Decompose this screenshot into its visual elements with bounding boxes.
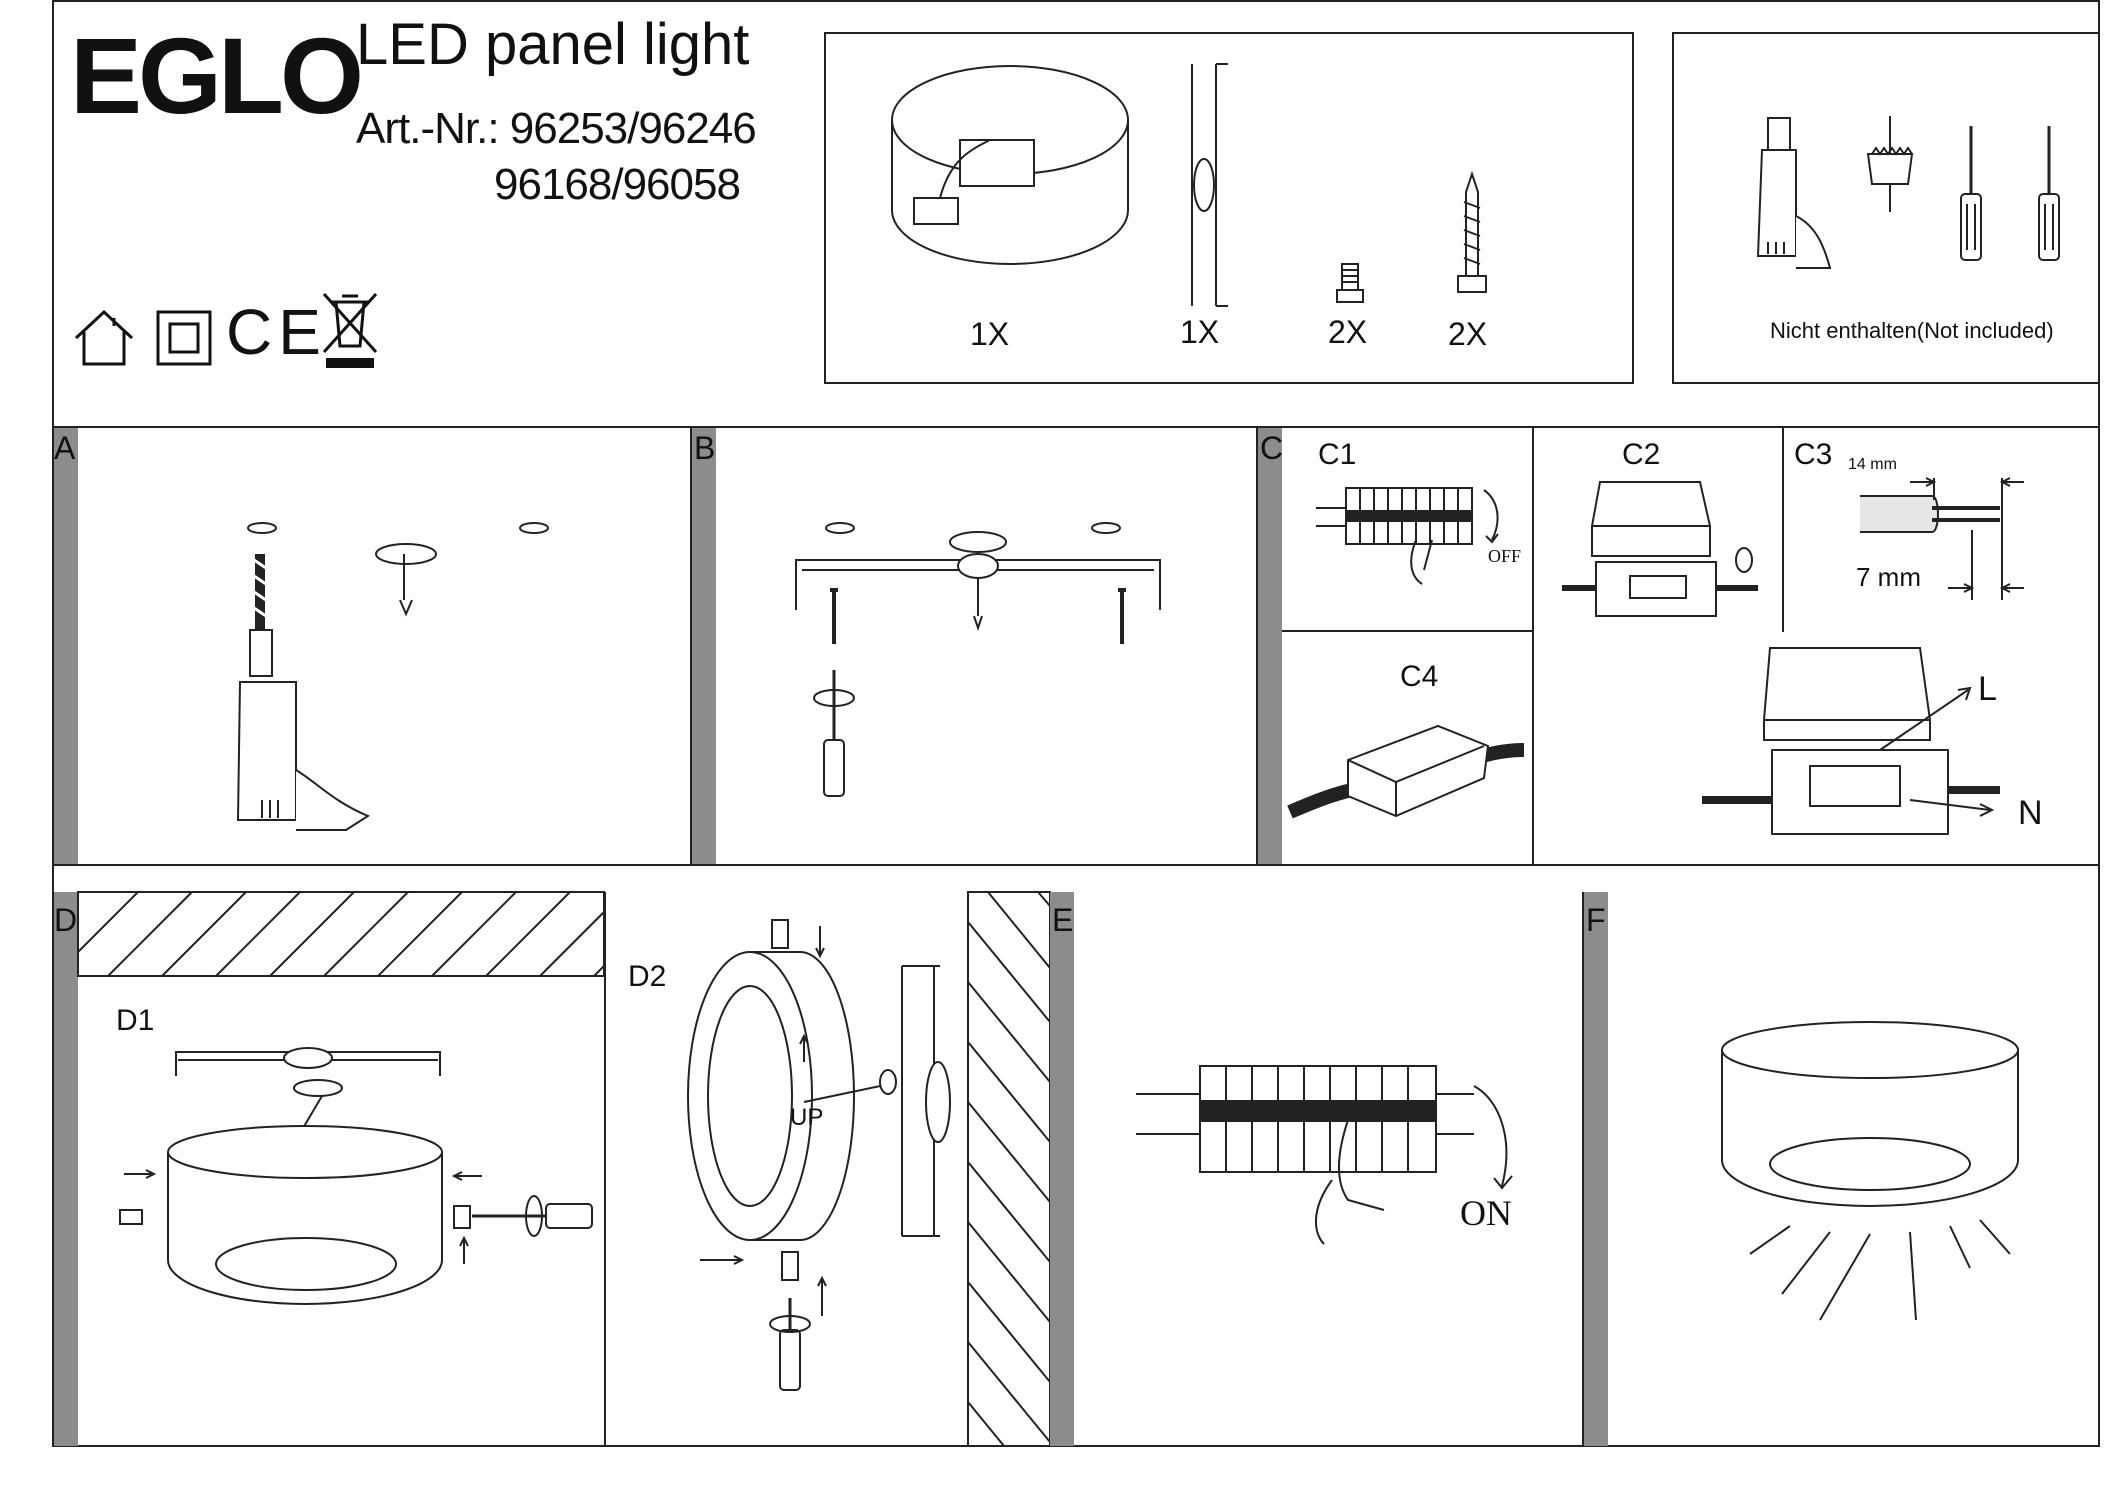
phillips-screwdriver-icon — [2034, 124, 2064, 264]
mounting-bracket-drawing — [1176, 60, 1232, 310]
step-a-drilling-drawing — [236, 520, 566, 840]
qty-housing: 1X — [970, 316, 1010, 352]
c3-core-length: 7 mm — [1856, 562, 1921, 592]
outer-frame — [52, 0, 2100, 1447]
c-grid-h — [1282, 630, 1534, 632]
step-c-wiring-drawing — [1702, 640, 2000, 850]
d2-wall-hatch — [968, 892, 1050, 1446]
step-e-label: E — [1052, 902, 1074, 938]
step-b-frame — [690, 428, 692, 864]
indoor-use-icon — [72, 308, 136, 368]
qty-wood-screw: 2X — [1448, 316, 1488, 352]
step-d2-fixing-drawing — [680, 916, 970, 1396]
weee-bin-icon — [320, 290, 380, 368]
machine-screw-drawing — [1336, 262, 1364, 304]
neutral-wire-label: N — [2018, 794, 2043, 832]
step-d2-label: D2 — [628, 960, 667, 993]
included-parts-box — [824, 32, 1634, 384]
step-e-bar — [1050, 892, 1074, 1446]
d1-ceiling-hatch — [78, 892, 604, 976]
product-title: LED panel light — [356, 12, 750, 77]
article-numbers-line1: 96253/96246 — [509, 104, 757, 153]
brand-logo: EGLO — [70, 15, 364, 136]
class-ii-icon — [156, 310, 212, 366]
step-a-bar — [54, 428, 78, 864]
tools-not-included-note: Nicht enthalten(Not included) — [1770, 318, 2054, 343]
c-grid-v2 — [1782, 428, 1784, 632]
step-c4-connector-closed-drawing — [1288, 720, 1528, 830]
step-c1-breaker-drawing — [1316, 480, 1532, 590]
qty-bracket: 1X — [1180, 314, 1220, 350]
step-f-finished-light-drawing — [1720, 1020, 2020, 1340]
drill-icon — [1746, 116, 1836, 272]
d2-up-text: UP — [790, 1104, 824, 1131]
step-c2-connector-open-drawing — [1560, 476, 1760, 626]
article-label: Art.-Nr.: — [356, 104, 500, 153]
wood-screw-drawing — [1456, 172, 1488, 296]
wall-plug-icon — [1864, 114, 1916, 214]
step-c2-label: C2 — [1622, 438, 1661, 471]
step-c3-cable-strip-drawing — [1860, 470, 2024, 600]
step-e-breaker-on-drawing — [1134, 1060, 1524, 1248]
step-c-bar — [1258, 428, 1282, 864]
step-d-label: D — [54, 902, 78, 938]
step-b-label: B — [694, 430, 716, 466]
step-f-label: F — [1586, 902, 1606, 938]
article-number: Art.-Nr.: 96253/96246 — [356, 104, 757, 153]
step-f-frame — [1582, 892, 1584, 1446]
c-grid-v1 — [1532, 428, 1534, 864]
step-b-bracket-drawing — [794, 520, 1160, 800]
step-c-frame — [1256, 428, 1258, 864]
ce-mark-icon: CE — [226, 296, 327, 368]
qty-machine-screw: 2X — [1328, 314, 1368, 350]
step-f-bar — [1584, 892, 1608, 1446]
c3-strip-length: 14 mm — [1848, 456, 1897, 473]
e-on-text: ON — [1460, 1193, 1512, 1233]
flat-screwdriver-icon — [1956, 124, 1986, 264]
step-c-label: C — [1260, 430, 1284, 466]
live-wire-label: L — [1978, 670, 1997, 708]
step-b-bar — [692, 428, 716, 864]
row-divider — [52, 864, 2100, 866]
step-c1-label: C1 — [1318, 438, 1357, 471]
step-c3-label: C3 — [1794, 438, 1833, 471]
c1-off-text: OFF — [1488, 546, 1522, 566]
d1-d2-divider — [604, 892, 606, 1446]
tools-box — [1672, 32, 2100, 384]
step-c4-label: C4 — [1400, 660, 1439, 693]
header-divider — [52, 426, 2100, 428]
article-numbers-line2: 96168/96058 — [494, 160, 741, 209]
step-d1-mounting-drawing — [106, 1040, 596, 1310]
step-d-bar — [54, 892, 78, 1446]
luminaire-housing-drawing — [880, 50, 1140, 290]
step-d1-label: D1 — [116, 1004, 155, 1037]
step-a-label: A — [54, 430, 76, 466]
